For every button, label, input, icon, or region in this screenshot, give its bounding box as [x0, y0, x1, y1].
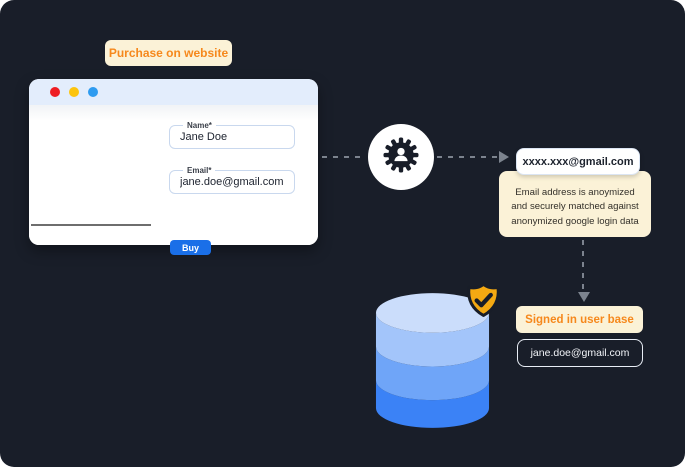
- connector-gear-to-email: [437, 156, 499, 158]
- name-field-label: Name*: [183, 121, 216, 130]
- close-dot-icon: [50, 87, 60, 97]
- arrowhead-down-icon: [578, 292, 590, 302]
- browser-window: Name* Jane Doe Email* jane.doe@gmail.com…: [29, 79, 318, 255]
- connector-note-to-userbase: [582, 240, 584, 292]
- matched-email-text: jane.doe@gmail.com: [530, 347, 630, 359]
- email-field-label: Email*: [183, 166, 216, 175]
- browser-content: Name* Jane Doe Email* jane.doe@gmail.com…: [29, 105, 318, 255]
- name-input[interactable]: Name* Jane Doe: [169, 121, 295, 149]
- minimize-dot-icon: [69, 87, 79, 97]
- note-line-3: anonymized google login data: [511, 215, 639, 227]
- anonymization-note: Email address is anoymized and securely …: [499, 171, 651, 237]
- purchase-badge-label: Purchase on website: [108, 46, 229, 60]
- name-field-value: Jane Doe: [180, 131, 228, 143]
- anonymized-email-text: xxxx.xxx@gmail.com: [522, 155, 634, 168]
- maximize-dot-icon: [88, 87, 98, 97]
- content-placeholder-line: [31, 224, 151, 226]
- processing-node: [368, 124, 434, 190]
- connector-browser-to-gear: [322, 156, 366, 158]
- purchase-on-website-badge: Purchase on website: [105, 40, 232, 66]
- browser-titlebar: [29, 79, 318, 105]
- note-line-1: Email address is anoymized: [515, 186, 635, 198]
- email-field-value: jane.doe@gmail.com: [180, 176, 284, 188]
- signed-in-user-base-badge: Signed in user base: [516, 306, 643, 333]
- shield-check-icon: [463, 280, 504, 326]
- arrowhead-right-icon: [499, 151, 509, 163]
- email-input[interactable]: Email* jane.doe@gmail.com: [169, 166, 295, 194]
- anonymized-email-pill: xxxx.xxx@gmail.com: [516, 148, 640, 175]
- database-icon: [373, 291, 492, 435]
- gear-user-icon: [380, 134, 422, 181]
- matched-email-pill: jane.doe@gmail.com: [517, 339, 643, 367]
- note-line-2: and securely matched against: [511, 201, 639, 212]
- buy-button[interactable]: Buy: [170, 240, 211, 255]
- signed-in-badge-label: Signed in user base: [525, 313, 634, 326]
